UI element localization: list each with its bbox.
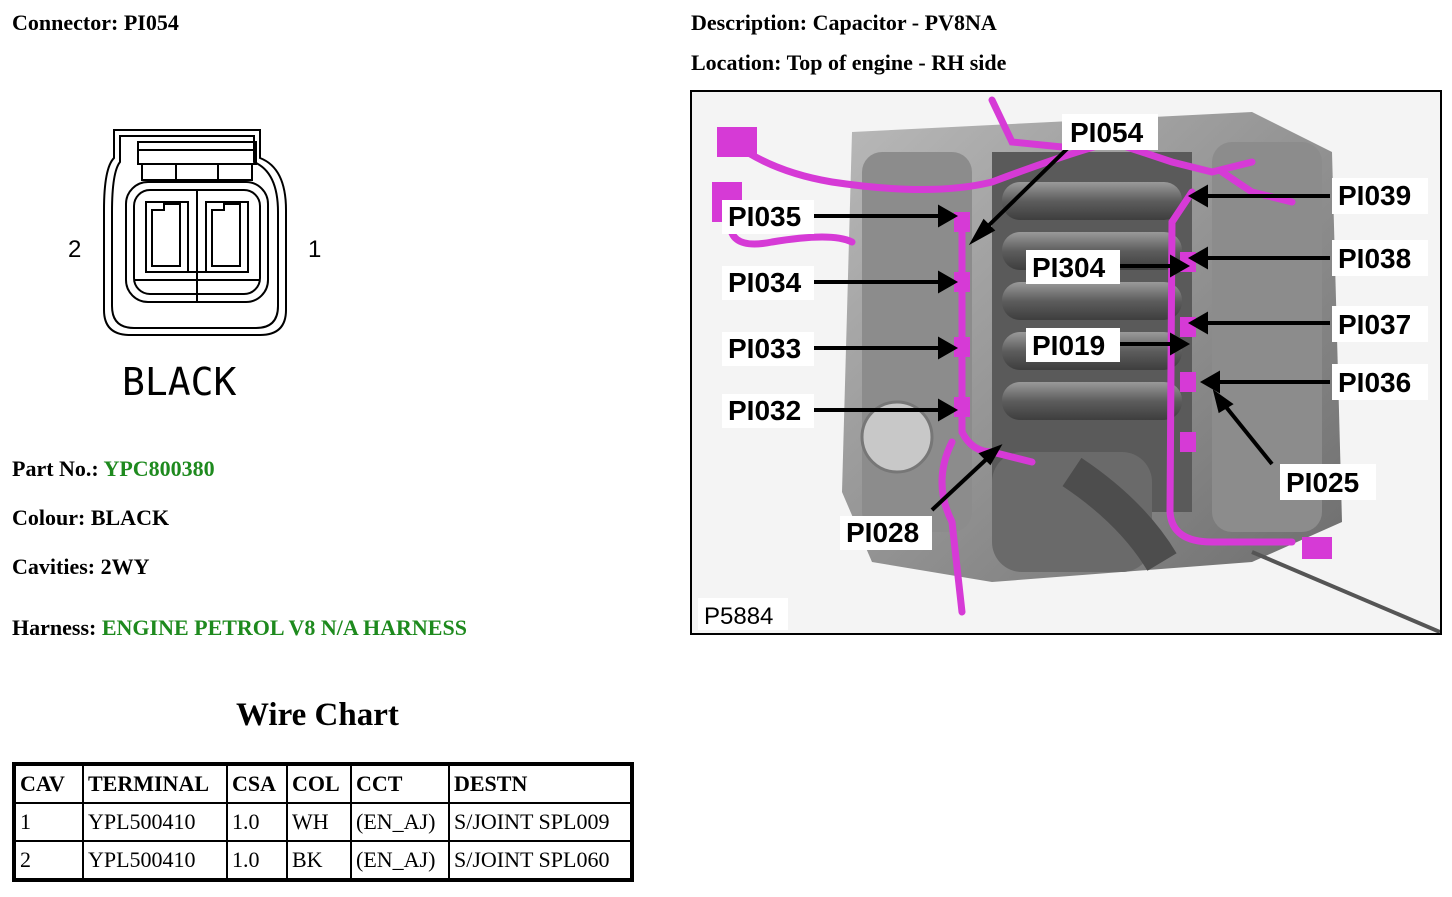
wire-chart-table: CAV TERMINAL CSA COL CCT DESTN 1 YPL5004… <box>12 762 634 882</box>
part-number-line: Part No.: YPC800380 <box>12 456 215 482</box>
description-value: Capacitor - PV8NA <box>812 10 997 35</box>
wire-chart-title: Wire Chart <box>236 697 399 733</box>
colour-value: BLACK <box>90 505 170 530</box>
callout-pi032: PI032 <box>728 395 801 426</box>
callout-pi054: PI054 <box>1070 117 1144 148</box>
cell-terminal: YPL500410 <box>82 802 228 842</box>
part-number-label: Part No.: <box>12 456 99 481</box>
col-header-terminal: TERMINAL <box>82 763 228 804</box>
description-label: Description: <box>691 10 808 35</box>
cavities-value: 2WY <box>100 554 150 579</box>
description-line: Description: Capacitor - PV8NA <box>691 10 997 36</box>
location-value: Top of engine - RH side <box>786 50 1007 75</box>
location-line: Location: Top of engine - RH side <box>691 50 1006 76</box>
callout-pi019: PI019 <box>1032 330 1105 361</box>
harness-label: Harness: <box>12 615 97 640</box>
table-row: 1 YPL500410 1.0 WH (EN_AJ) S/JOINT SPL00… <box>13 802 633 842</box>
connector-label: Connector: <box>12 10 119 35</box>
connector-heading: Connector: PI054 <box>12 10 179 36</box>
cell-cav: 1 <box>13 802 84 842</box>
cell-csa: 1.0 <box>226 840 288 881</box>
connector-face-drawing: 2 1 BLACK <box>68 129 321 404</box>
wire-chart-header-row: CAV TERMINAL CSA COL CCT DESTN <box>13 763 633 804</box>
col-header-destn: DESTN <box>448 763 633 804</box>
col-header-col: COL <box>286 763 352 804</box>
callout-pi035: PI035 <box>728 201 801 232</box>
pin-number-right: 1 <box>308 236 321 263</box>
connector-value: PI054 <box>123 10 179 35</box>
colour-line: Colour: BLACK <box>12 505 169 531</box>
callout-pi034: PI034 <box>728 267 802 298</box>
cavities-line: Cavities: 2WY <box>12 554 149 580</box>
part-number-link[interactable]: YPC800380 <box>103 456 215 481</box>
harness-line: Harness: ENGINE PETROL V8 N/A HARNESS <box>12 615 467 641</box>
pin-number-left: 2 <box>68 236 81 263</box>
engine-location-image: PI054 PI035 PI034 PI033 PI032 PI028 PI03… <box>690 90 1442 635</box>
callout-pi039: PI039 <box>1338 180 1411 211</box>
cavities-label: Cavities: <box>12 554 96 579</box>
table-row: 2 YPL500410 1.0 BK (EN_AJ) S/JOINT SPL06… <box>13 840 633 881</box>
location-label: Location: <box>691 50 782 75</box>
callout-pi036: PI036 <box>1338 367 1411 398</box>
col-header-cct: CCT <box>350 763 450 804</box>
figure-id-label: P5884 <box>704 603 773 630</box>
cell-csa: 1.0 <box>226 802 288 842</box>
colour-label: Colour: <box>12 505 86 530</box>
cell-cav: 2 <box>13 840 84 881</box>
cell-terminal: YPL500410 <box>82 840 228 881</box>
engine-illustration: PI054 PI035 PI034 PI033 PI032 PI028 PI03… <box>692 92 1440 633</box>
col-header-csa: CSA <box>226 763 288 804</box>
cell-destn: S/JOINT SPL060 <box>448 840 633 881</box>
cell-cct: (EN_AJ) <box>350 840 450 881</box>
cell-col: WH <box>286 802 352 842</box>
col-header-cav: CAV <box>13 763 84 804</box>
callout-pi033: PI033 <box>728 333 801 364</box>
cell-cct: (EN_AJ) <box>350 802 450 842</box>
callout-pi304: PI304 <box>1032 252 1106 283</box>
callout-pi038: PI038 <box>1338 243 1411 274</box>
callout-pi037: PI037 <box>1338 309 1411 340</box>
connector-colour-label: BLACK <box>122 360 237 404</box>
cell-destn: S/JOINT SPL009 <box>448 802 633 842</box>
callout-pi028: PI028 <box>846 517 919 548</box>
cell-col: BK <box>286 840 352 881</box>
callout-pi025: PI025 <box>1286 467 1359 498</box>
harness-link[interactable]: ENGINE PETROL V8 N/A HARNESS <box>101 615 467 640</box>
